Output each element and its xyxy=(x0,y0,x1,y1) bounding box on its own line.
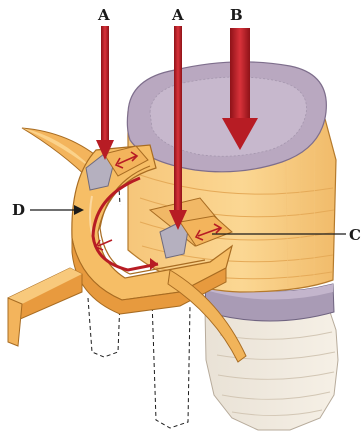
label-a-left: A xyxy=(97,6,110,24)
transverse-process-left xyxy=(8,268,82,346)
label-d: D xyxy=(12,201,25,219)
callout-line-d xyxy=(30,205,84,215)
label-c: C xyxy=(349,226,361,244)
load-arrow-a-left xyxy=(96,26,114,160)
label-b: B xyxy=(230,6,243,24)
label-a-right: A xyxy=(171,6,184,24)
